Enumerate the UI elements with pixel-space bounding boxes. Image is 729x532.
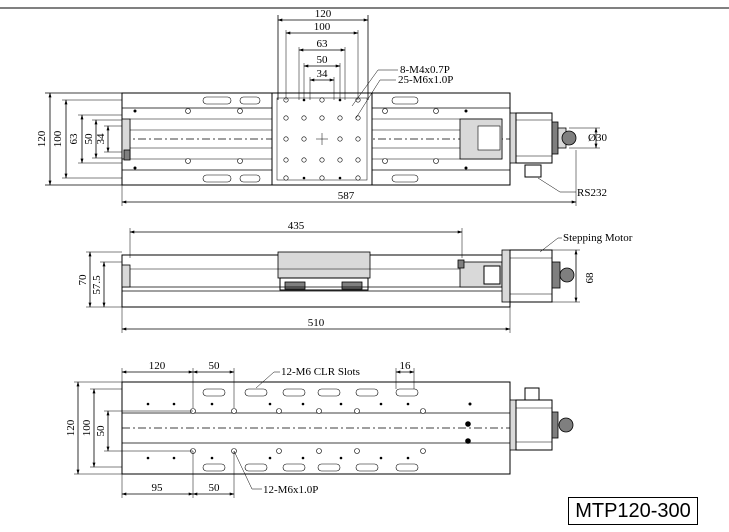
- bottom-dim-height-100: 100: [81, 419, 93, 436]
- top-dim-height-120: 120: [36, 130, 48, 147]
- bottom-dim-pitch-50: 50: [209, 360, 221, 372]
- side-motor-knob: [559, 267, 575, 283]
- top-dim-width-100: 100: [314, 21, 331, 33]
- top-dim-width-50: 50: [317, 54, 329, 66]
- top-motor-body: [515, 112, 553, 164]
- callout-holes-m6: 25-M6x1.0P: [398, 74, 453, 86]
- top-dim-height-50: 50: [83, 133, 95, 145]
- top-dim-height-34: 34: [95, 133, 107, 145]
- top-dim-width-120: 120: [315, 8, 332, 20]
- bottom-motor-knob: [558, 417, 574, 433]
- side-dim-height-57-5: 57.5: [91, 275, 103, 295]
- top-dim-diameter: Ø30: [588, 132, 607, 144]
- bottom-dim-height-120: 120: [65, 419, 77, 436]
- callout-stepping-motor: Stepping Motor: [563, 232, 633, 244]
- side-dim-height-68: 68: [584, 272, 596, 284]
- side-dim-length-435: 435: [288, 220, 305, 232]
- bottom-dim-pitch-120: 120: [149, 360, 166, 372]
- bottom-dim-height-50: 50: [95, 425, 107, 437]
- bottom-dim-offset-95: 95: [152, 482, 164, 494]
- callout-rs232: RS232: [577, 187, 607, 199]
- bottom-dim-offset-50: 50: [209, 482, 221, 494]
- callout-clr-slots: 12-M6 CLR Slots: [281, 366, 360, 378]
- top-dim-height-63: 63: [68, 133, 80, 145]
- side-carriage: [277, 251, 371, 279]
- model-number: MTP120-300: [568, 497, 698, 525]
- top-view: 120 100 63 50 34 8-M4x0.7P 25-M6x1.0P 12…: [36, 8, 607, 206]
- bottom-dim-slot-16: 16: [400, 360, 412, 372]
- top-motor-knob: [561, 130, 577, 146]
- bottom-motor-body: [515, 399, 553, 451]
- top-motor-flange: [509, 112, 517, 164]
- bottom-view: 120 50 12-M6 CLR Slots 16 120 100 50 95 …: [65, 360, 574, 498]
- top-dim-length-587: 587: [338, 190, 355, 202]
- side-view: 435 70 57.5 68 510 Stepping Motor: [77, 220, 633, 333]
- side-dim-height-70: 70: [77, 274, 89, 286]
- side-dim-length-510: 510: [308, 317, 325, 329]
- top-dim-width-63: 63: [317, 38, 329, 50]
- top-dim-height-100: 100: [52, 130, 64, 147]
- top-dim-width-34: 34: [317, 68, 329, 80]
- side-motor-body: [509, 249, 553, 303]
- callout-holes-m4: 8-M4x0.7P: [400, 64, 450, 76]
- callout-m6-holes: 12-M6x1.0P: [263, 484, 318, 496]
